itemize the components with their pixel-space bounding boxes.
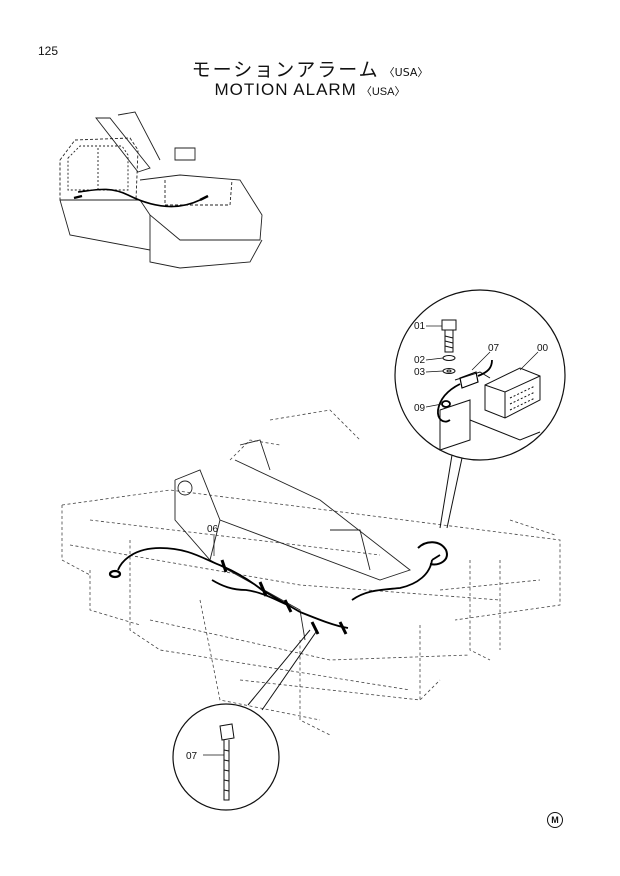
callout-09: 09: [414, 403, 426, 414]
cable-tie-detail-callout: [172, 629, 317, 811]
title-english: MOTION ALARM〈USA〉: [0, 80, 620, 100]
callout-07-top: 07: [488, 343, 500, 354]
title-japanese: モーションアラーム〈USA〉: [0, 55, 620, 82]
callout-00: 00: [537, 343, 549, 354]
page-number: 125: [38, 44, 59, 58]
wire-harness: [108, 541, 448, 635]
callout-06: 06: [207, 524, 219, 535]
callout-03: 03: [414, 367, 426, 378]
callout-02: 02: [414, 355, 426, 366]
title-en-qualifier: 〈USA〉: [360, 86, 406, 98]
callout-07-bottom: 07: [186, 751, 198, 762]
callout-01: 01: [414, 321, 426, 332]
title-jp-qualifier: 〈USA〉: [383, 66, 429, 79]
corner-mark: M: [547, 812, 563, 828]
boom-foot: [174, 439, 411, 641]
alarm-detail-callout: [394, 289, 566, 529]
title-en-text: MOTION ALARM: [214, 80, 357, 99]
title-jp-text: モーションアラーム: [191, 59, 380, 81]
excavator-overview: [59, 111, 263, 269]
upper-frame: [61, 409, 561, 736]
